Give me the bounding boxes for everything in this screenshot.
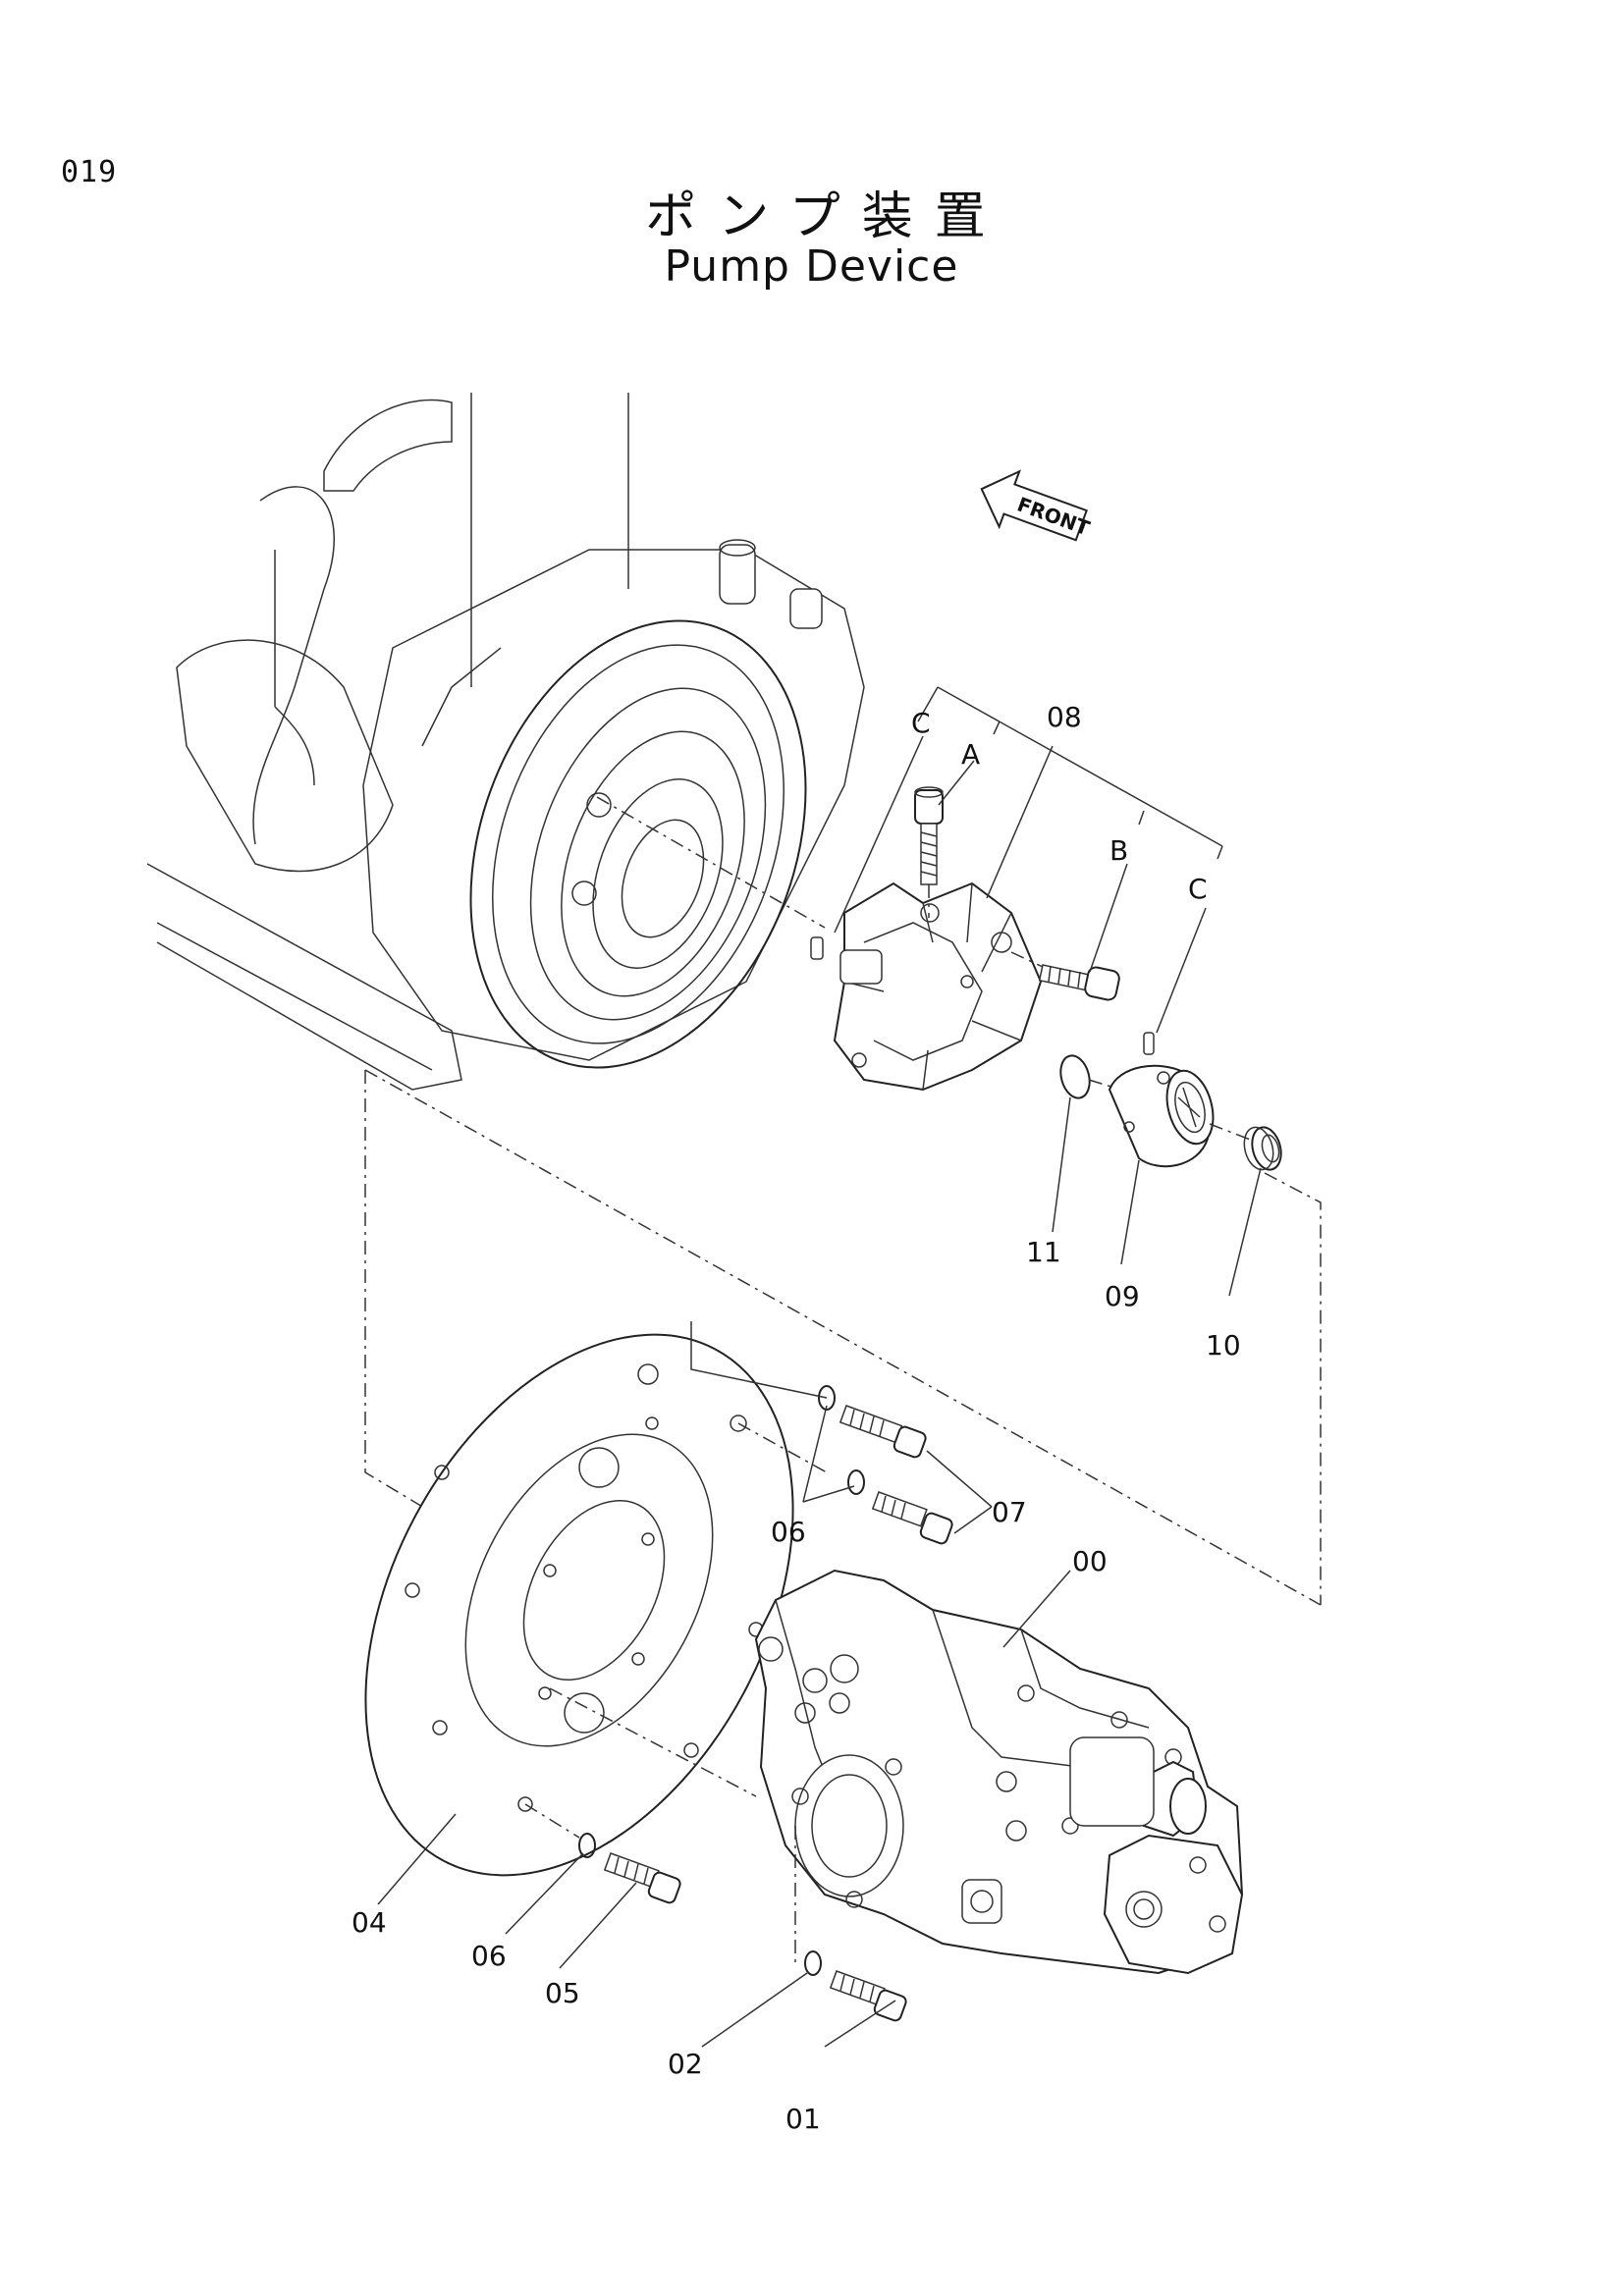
- bolt-a-drawing: [914, 786, 944, 918]
- title-japanese: ポンプ装置: [645, 187, 1007, 246]
- callout-04: 04: [352, 1906, 387, 1939]
- coupling-drawing: [810, 881, 1043, 1092]
- callout-02: 02: [668, 2048, 703, 2080]
- part-10-drawing: [1243, 1126, 1282, 1171]
- callout-10: 10: [1206, 1329, 1241, 1362]
- ring-11-drawing: [1059, 1054, 1091, 1099]
- bolts-05-drawing: [524, 1803, 681, 1904]
- hub-drawing: [1108, 1032, 1215, 1168]
- reference-brackets: [834, 686, 1223, 1034]
- page-number: 019: [61, 155, 118, 189]
- callout-05: 05: [545, 1977, 580, 2009]
- callout-06-lower: 06: [471, 1940, 507, 1972]
- bolts-01-drawing: [804, 1950, 907, 2022]
- callout-06-upper: 06: [771, 1516, 806, 1548]
- callout-c-right: C: [1188, 873, 1208, 905]
- title-english: Pump Device: [664, 241, 959, 292]
- assembly-boundary-lines: [364, 1069, 1322, 1606]
- flange-plate-drawing: [364, 1333, 794, 1877]
- callout-09: 09: [1105, 1280, 1140, 1312]
- bolts-07-drawing: [690, 1321, 993, 1545]
- leader-lines: [377, 1096, 1262, 2048]
- callout-labels: 08 A B C C 11 09 10 06 07 00 04 06 05 02…: [352, 701, 1241, 2135]
- callout-c-left: C: [911, 707, 931, 739]
- front-direction-marker: FRONT: [980, 469, 1093, 542]
- callout-01: 01: [785, 2103, 821, 2135]
- bolt-b-drawing: [1010, 951, 1120, 1001]
- engine-block-drawing: [146, 393, 865, 1091]
- callout-07: 07: [992, 1496, 1027, 1528]
- pump-body-drawing: [549, 1569, 1244, 1975]
- callout-b: B: [1109, 834, 1128, 867]
- callout-11: 11: [1026, 1236, 1061, 1268]
- callout-08: 08: [1047, 701, 1082, 733]
- callout-00: 00: [1072, 1545, 1108, 1577]
- callout-a: A: [961, 738, 980, 771]
